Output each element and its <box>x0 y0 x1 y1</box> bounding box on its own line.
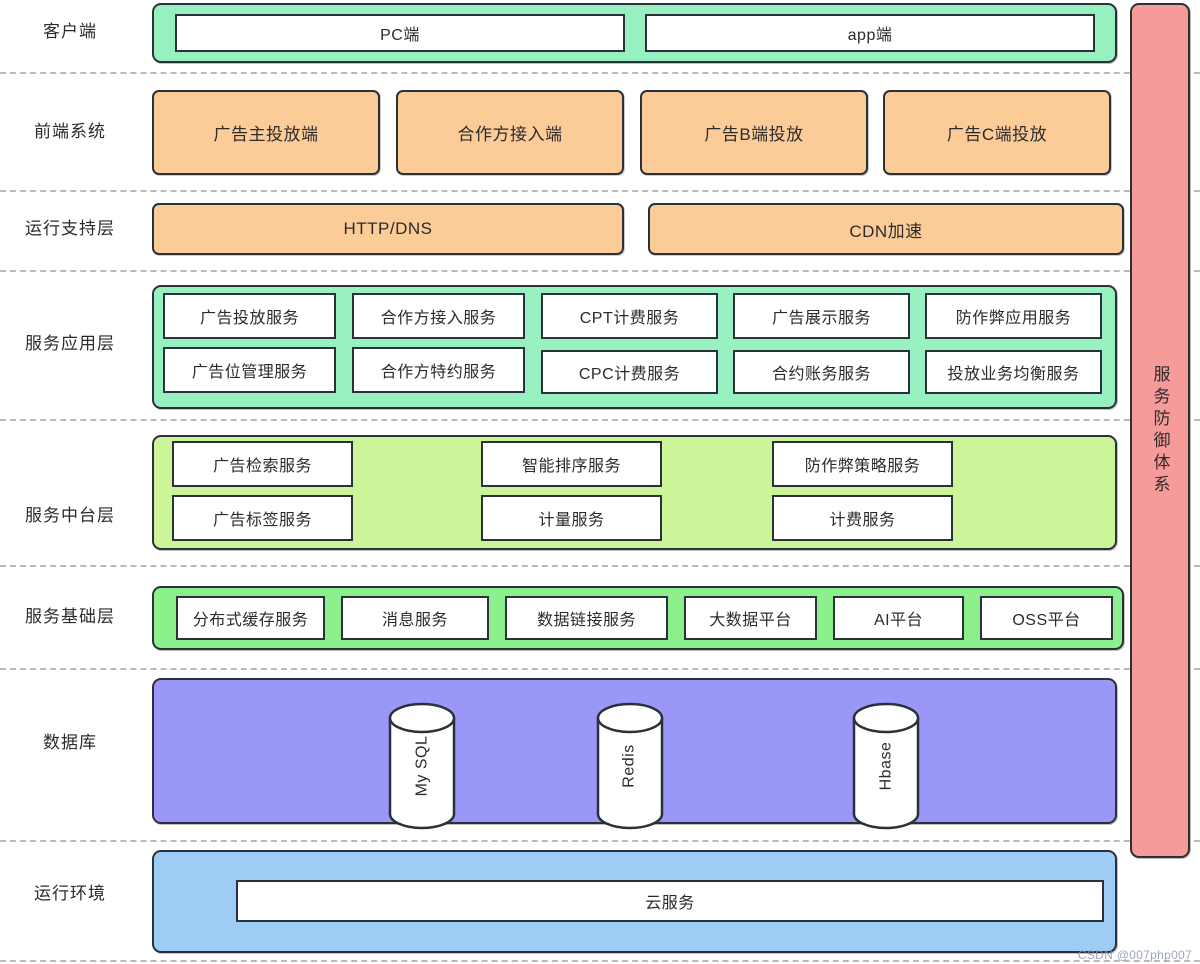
node-billing-service[interactable]: 计费服务 <box>772 495 953 541</box>
node-data-link-service[interactable]: 数据链接服务 <box>505 596 668 640</box>
node-ad-slot-management-service[interactable]: 广告位管理服务 <box>163 347 336 393</box>
node-partner-access[interactable]: 合作方接入端 <box>396 90 624 175</box>
watermark: CSDN @007php007 <box>1077 948 1192 962</box>
node-cpt-billing-service[interactable]: CPT计费服务 <box>541 293 718 339</box>
row-separator <box>0 960 1200 962</box>
node-ad-delivery-service[interactable]: 广告投放服务 <box>163 293 336 339</box>
node-ad-c-side-delivery[interactable]: 广告C端投放 <box>883 90 1111 175</box>
row-label-client: 客户端 <box>43 22 97 41</box>
row-label-service-foundation: 服务基础层 <box>25 607 115 626</box>
node-cdn-acceleration[interactable]: CDN加速 <box>648 203 1124 255</box>
node-partner-access-service[interactable]: 合作方接入服务 <box>352 293 525 339</box>
node-ai-platform[interactable]: AI平台 <box>833 596 964 640</box>
row-label-frontend-system: 前端系统 <box>34 122 106 141</box>
node-oss-platform[interactable]: OSS平台 <box>980 596 1113 640</box>
defense-system-panel[interactable]: 服务防御体系 <box>1130 3 1190 858</box>
node-delivery-business-balancing-service[interactable]: 投放业务均衡服务 <box>925 350 1102 394</box>
node-cpc-billing-service[interactable]: CPC计费服务 <box>541 350 718 394</box>
node-anti-fraud-application-service[interactable]: 防作弊应用服务 <box>925 293 1102 339</box>
node-measurement-service[interactable]: 计量服务 <box>481 495 662 541</box>
row-separator <box>0 840 1200 842</box>
node-cloud-service[interactable]: 云服务 <box>236 880 1104 922</box>
cylinder-redis[interactable]: Redis <box>595 702 665 830</box>
cylinder-mysql[interactable]: My SQL <box>387 702 457 830</box>
node-http-dns[interactable]: HTTP/DNS <box>152 203 624 255</box>
row-separator <box>0 270 1200 272</box>
cylinder-label: My SQL <box>412 735 430 797</box>
defense-system-label: 服务防御体系 <box>1150 364 1170 497</box>
node-partner-contract-service[interactable]: 合作方特约服务 <box>352 347 525 393</box>
row-label-service-middle: 服务中台层 <box>25 506 115 525</box>
node-app-client[interactable]: app端 <box>645 14 1095 52</box>
row-label-database: 数据库 <box>43 733 97 752</box>
node-intelligent-ranking-service[interactable]: 智能排序服务 <box>481 441 662 487</box>
cylinder-label: Redis <box>621 744 638 788</box>
cylinder-hbase[interactable]: Hbase <box>851 702 921 830</box>
row-label-runtime-environment: 运行环境 <box>34 884 106 903</box>
node-pc-client[interactable]: PC端 <box>175 14 625 52</box>
node-contract-account-service[interactable]: 合约账务服务 <box>733 350 910 394</box>
node-message-service[interactable]: 消息服务 <box>341 596 489 640</box>
node-anti-fraud-strategy-service[interactable]: 防作弊策略服务 <box>772 441 953 487</box>
row-separator <box>0 668 1200 670</box>
node-ad-b-side-delivery[interactable]: 广告B端投放 <box>640 90 868 175</box>
row-separator <box>0 565 1200 567</box>
node-ad-tag-service[interactable]: 广告标签服务 <box>172 495 353 541</box>
row-separator <box>0 190 1200 192</box>
node-distributed-cache-service[interactable]: 分布式缓存服务 <box>176 596 325 640</box>
row-separator <box>0 419 1200 421</box>
row-label-runtime-support: 运行支持层 <box>25 219 115 238</box>
node-advertiser-delivery[interactable]: 广告主投放端 <box>152 90 380 175</box>
row-separator <box>0 72 1200 74</box>
node-ad-retrieval-service[interactable]: 广告检索服务 <box>172 441 353 487</box>
cylinder-label: Hbase <box>877 741 894 791</box>
node-big-data-platform[interactable]: 大数据平台 <box>684 596 817 640</box>
node-ad-display-service[interactable]: 广告展示服务 <box>733 293 910 339</box>
row-label-service-application: 服务应用层 <box>25 334 115 353</box>
